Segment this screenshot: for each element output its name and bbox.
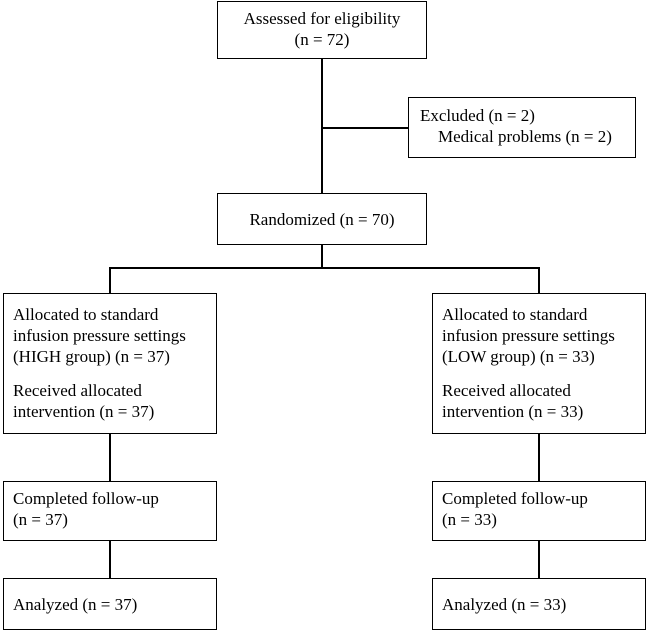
low-alloc-line2: infusion pressure settings <box>442 326 615 345</box>
high-alloc-line4: Received allocated <box>13 381 142 400</box>
high-alloc-line1: Allocated to standard <box>13 305 159 324</box>
high-alloc-line3: (HIGH group) (n = 37) <box>13 347 170 366</box>
assessed-box: Assessed for eligibility (n = 72) <box>217 1 427 59</box>
connector-assessed-randomized <box>321 59 323 194</box>
randomized-box: Randomized (n = 70) <box>217 193 427 245</box>
high-analyzed-box: Analyzed (n = 37) <box>3 578 217 630</box>
excluded-reason: Medical problems (n = 2) <box>438 127 612 146</box>
low-analyzed-box: Analyzed (n = 33) <box>432 578 646 630</box>
assessed-label: Assessed for eligibility <box>243 9 401 28</box>
connector-high-analyzed <box>109 540 111 579</box>
assessed-count: (n = 72) <box>294 30 350 49</box>
high-analyzed-label: Analyzed (n = 37) <box>13 595 138 614</box>
low-followup-label: Completed follow-up <box>442 489 588 508</box>
connector-split-left <box>109 267 111 294</box>
excluded-label: Excluded (n = 2) <box>420 106 535 125</box>
high-followup-count: (n = 37) <box>13 510 68 529</box>
low-alloc-line4: Received allocated <box>442 381 571 400</box>
high-alloc-line5: intervention (n = 37) <box>13 402 155 421</box>
excluded-box: Excluded (n = 2) Medical problems (n = 2… <box>408 97 636 158</box>
connector-high-followup <box>109 433 111 482</box>
low-allocation-box: Allocated to standard infusion pressure … <box>432 293 646 434</box>
connector-to-excluded <box>321 127 408 129</box>
high-followup-box: Completed follow-up (n = 37) <box>3 481 217 541</box>
low-followup-count: (n = 33) <box>442 510 497 529</box>
connector-split-horizontal <box>109 267 539 269</box>
randomized-label: Randomized (n = 70) <box>249 210 395 229</box>
low-alloc-line1: Allocated to standard <box>442 305 588 324</box>
low-alloc-line5: intervention (n = 33) <box>442 402 584 421</box>
low-analyzed-label: Analyzed (n = 33) <box>442 595 567 614</box>
connector-low-analyzed <box>538 540 540 579</box>
connector-split-right <box>538 267 540 294</box>
connector-low-followup <box>538 433 540 482</box>
high-followup-label: Completed follow-up <box>13 489 159 508</box>
high-allocation-box: Allocated to standard infusion pressure … <box>3 293 217 434</box>
connector-randomized-split <box>321 244 323 268</box>
low-alloc-line3: (LOW group) (n = 33) <box>442 347 595 366</box>
low-followup-box: Completed follow-up (n = 33) <box>432 481 646 541</box>
high-alloc-line2: infusion pressure settings <box>13 326 186 345</box>
